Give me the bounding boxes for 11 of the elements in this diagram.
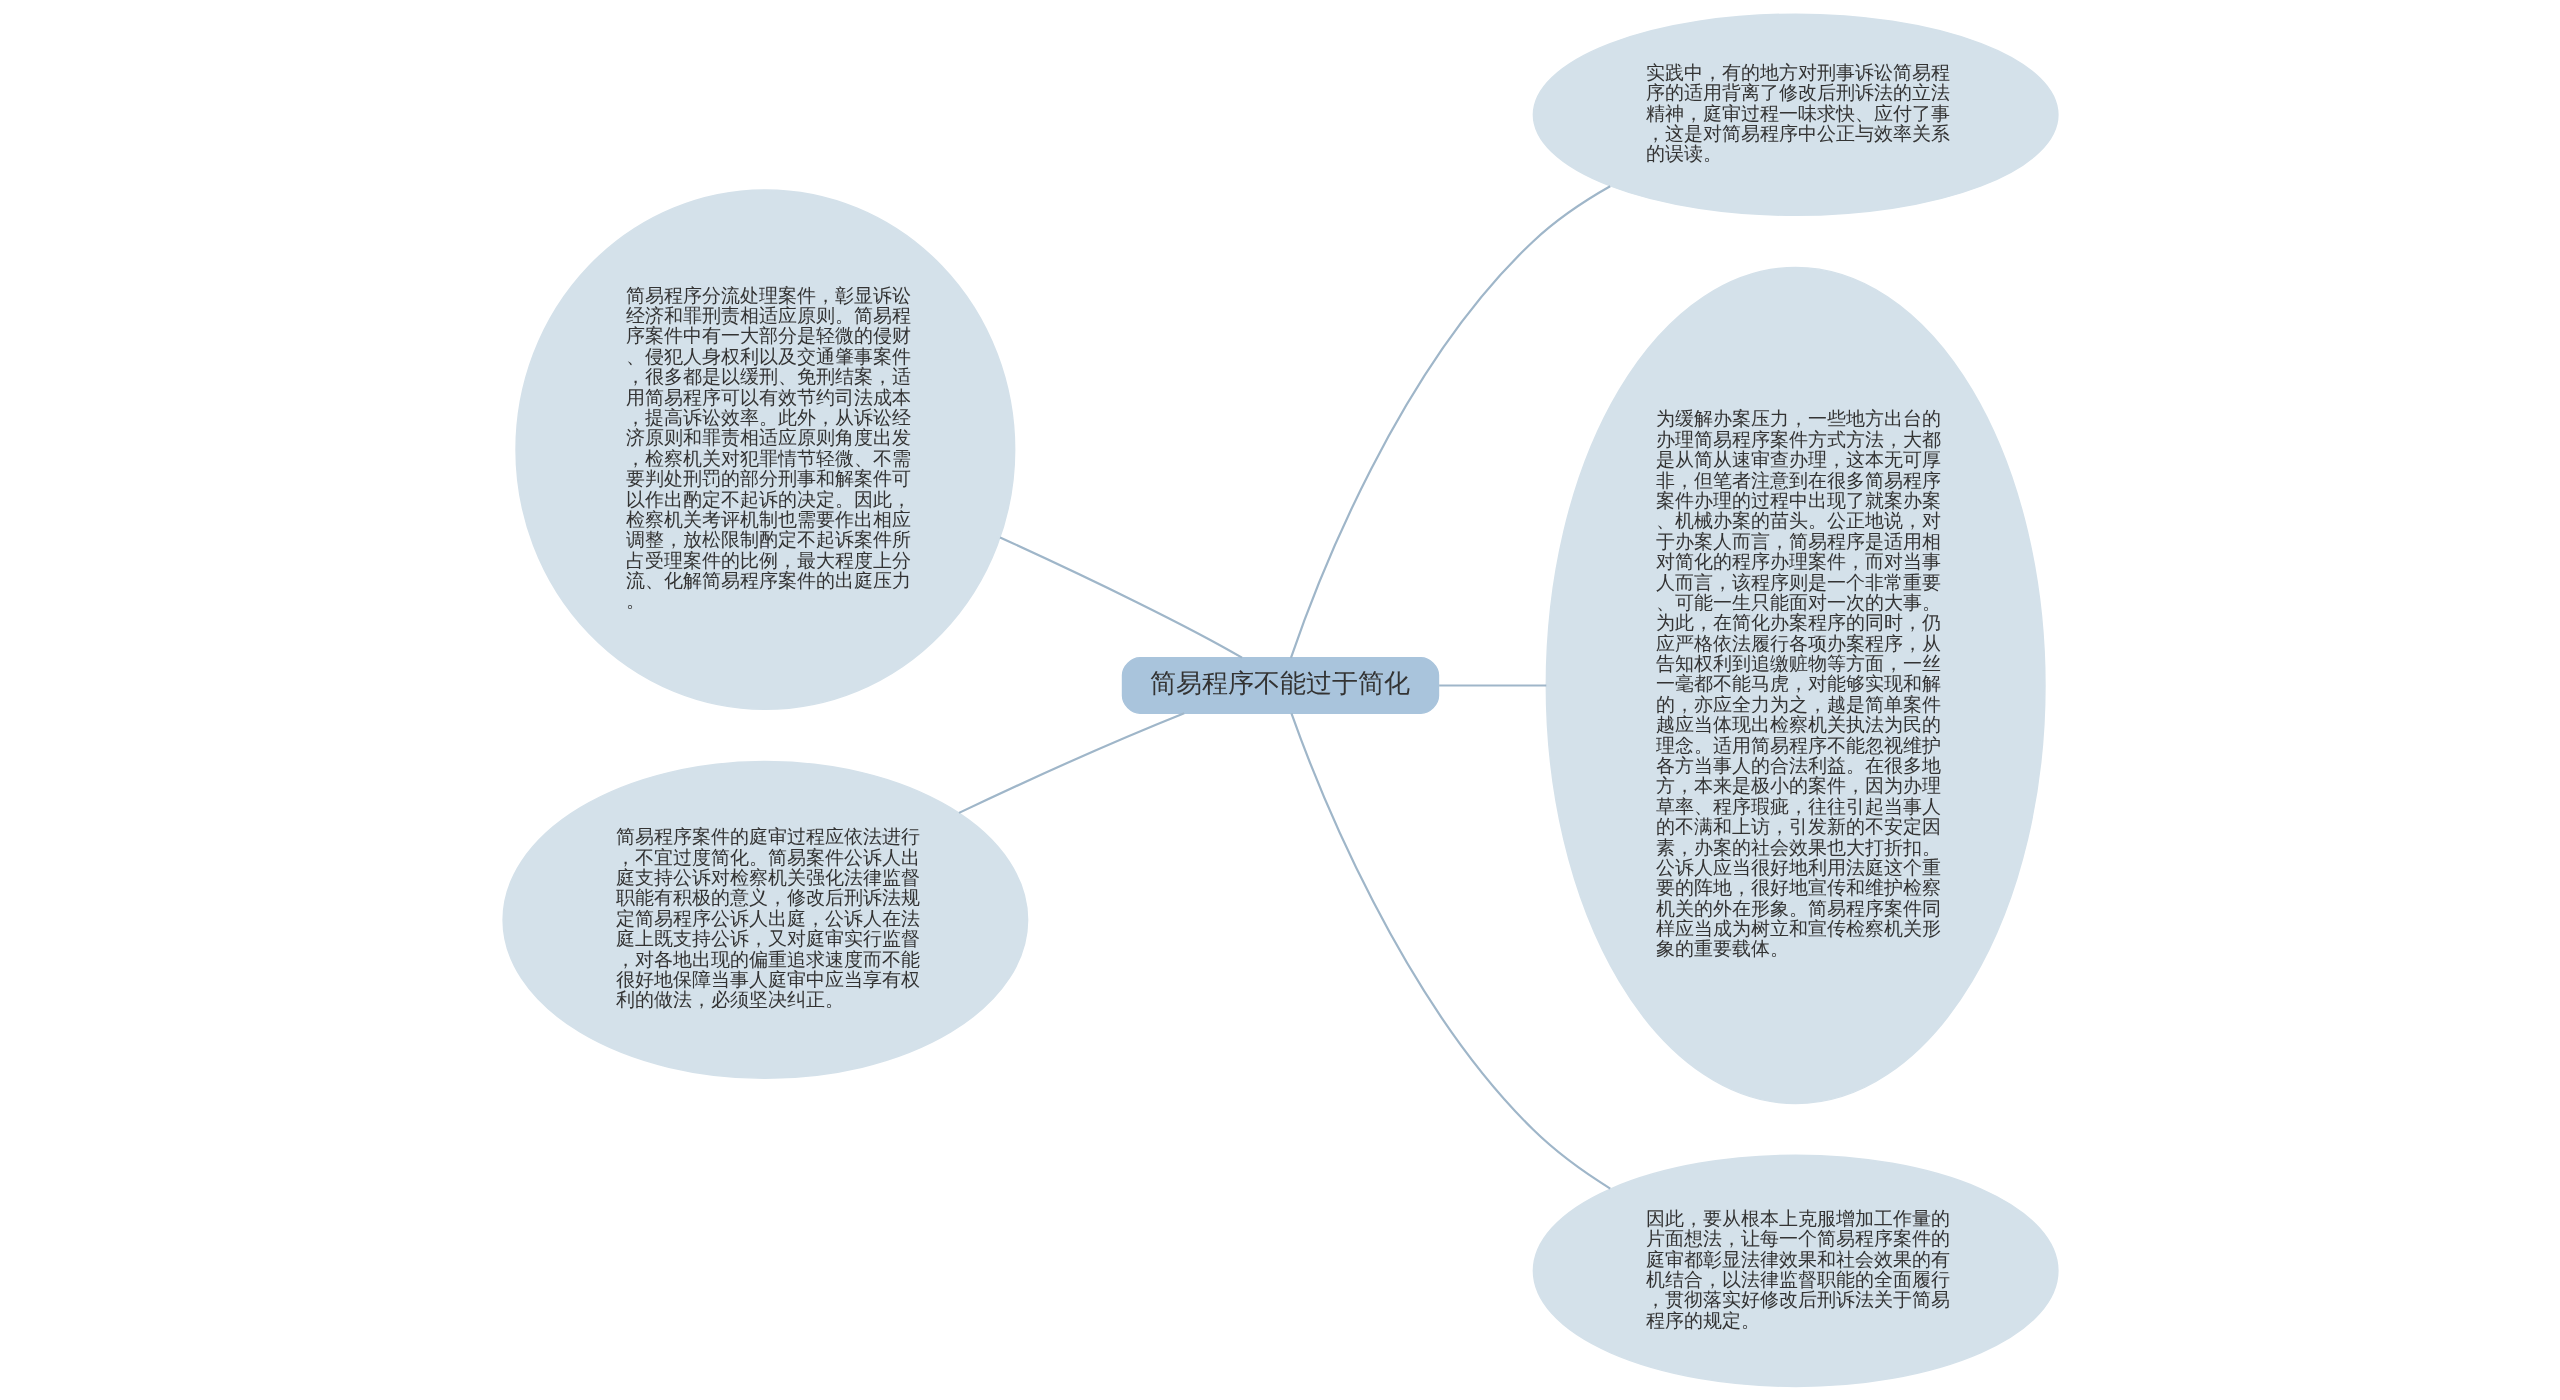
node-ellipse: 简易程序案件的庭审过程应依法进行，不宜过度简化。简易案件公诉人出庭支持公诉对检察机关强化法律监督职能有积极的意义，修改后刑诉法规定简易程序公诉人出庭，公诉人在法庭上既支持公诉，又对庭审实行监督，对各地出现的偏重追求速度而不能很好地保障当事人庭审中应当享有权利的做法，必须坚决纠正。 — [501, 760, 1028, 1080]
connector — [1289, 185, 1611, 659]
node-circle: 简易程序分流处理案件，彰显诉讼经济和罪刑责相适应原则。简易程序案件中有一大部分是轻微的侵财、侵犯人身权利以及交通肇事案件，很多都是以缓刑、免刑结案，适用简易程序可以有效节约司法成本，提高诉讼效率。此外，从诉讼经济原则和罪责相适应原则角度出发，检察机关对犯罪情节轻微、不需要判处刑罚的部分刑事和解案件可以作出酌定不起诉的决定。因此，检察机关考评机制也需要作出相应调整，放松限制酌定不起诉案件所占受理案件的比例，最大程度上分流、化解简易程序案件的出庭压力。 — [514, 189, 1015, 711]
node-ellipse: 为缓解办案压力，一些地方出台的办理简易程序案件方式方法，大都是从简从速审查办理，这本无可厚非，但笔者注意到在很多简易程序案件办理的过程中出现了就案办案、机械办案的苗头。公正地说，对于办案人而言，简易程序是适用相对简化的程序办理案件，而对当事人而言，该程序则是一个非常重要、可能一生只能面对一次的大事。为此，在简化办案程序的同时，仍应严格依法履行各项办案程序，从告知权利到追缴赃物等方面，一丝一毫都不能马虎，对能够实现和解的，亦应全力为之，越是简单案件越应当体现出检察机关执法为民的理念。适用简易程序不能忽视维护各方当事人的合法利益。在很多地方，本来是极小的案件，因为办理草率、程序瑕疵，往往引起当事人的不满和上访，引发新的不安定因素，办案的社会效果也大打折扣。公诉人应当很好地利用法庭这个重要的阵地，很好地宣传和维护检察机关的外在形象。简易程序案件同样应当成为树立和宣传检察机关形象的重要载体。 — [1545, 266, 2046, 1105]
node-ellipse: 实践中，有的地方对刑事诉讼简易程序的适用背离了修改后刑诉法的立法精神，庭审过程一味求快、应付了事，这是对简易程序中公正与效率关系的误读。 — [1532, 13, 2059, 217]
connector — [1289, 713, 1611, 1190]
node-ellipse: 因此，要从根本上克服增加工作量的片面想法，让每一个简易程序案件的庭审都彰显法律效果和社会效果的有机结合，以法律监督职能的全面履行，贯彻落实好修改后刑诉法关于简易程序的规定。 — [1532, 1154, 2059, 1388]
connector — [999, 536, 1243, 659]
connector — [1438, 684, 1546, 687]
node-box: 简易程序不能过于简化 — [1121, 657, 1439, 714]
connector — [958, 712, 1185, 814]
